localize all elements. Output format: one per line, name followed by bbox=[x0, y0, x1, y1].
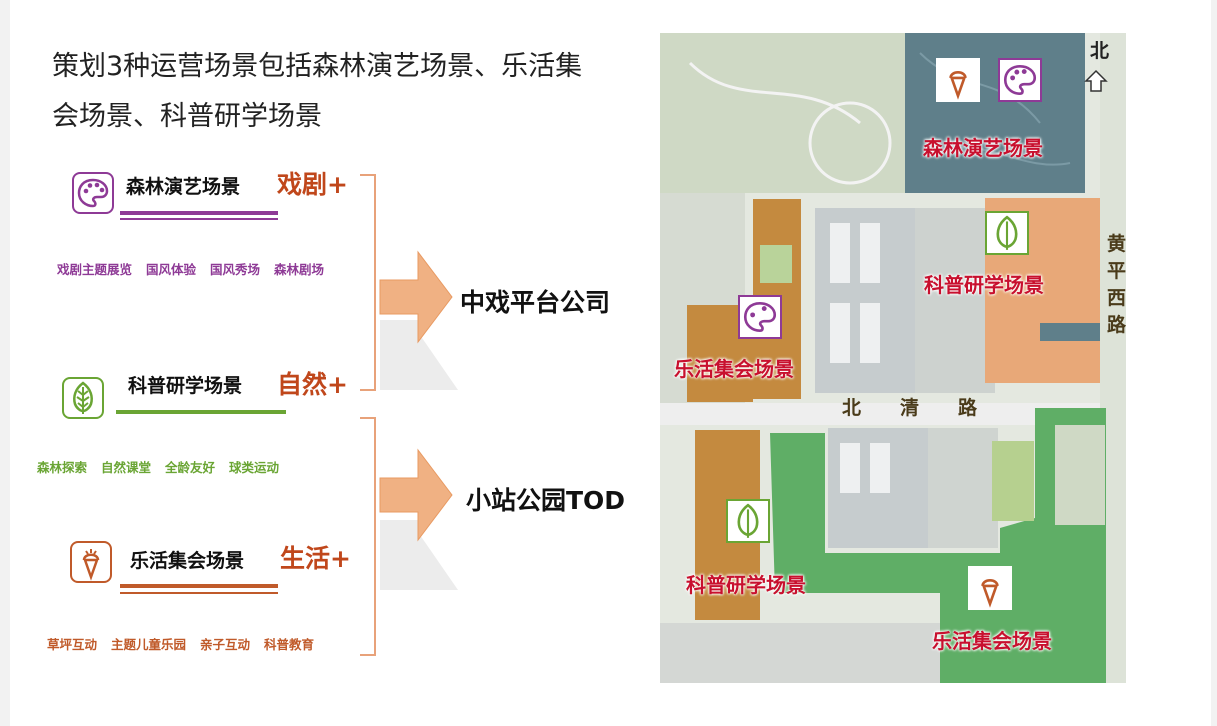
page-frame-left bbox=[0, 0, 10, 726]
sub-item: 自然课堂 bbox=[101, 460, 152, 475]
scene-science-study-icon-box bbox=[62, 377, 104, 419]
map-palette-marker-left bbox=[738, 295, 782, 339]
scene-science-study-underline bbox=[116, 410, 286, 414]
ice-cream-icon bbox=[981, 579, 999, 608]
leaf-icon bbox=[737, 503, 759, 538]
scene-leisure-gathering-underline-thin bbox=[120, 592, 278, 594]
title-line-1: 策划3种运营场景包括森林演艺场景、乐活集 bbox=[52, 51, 583, 82]
flow-connectors bbox=[360, 174, 458, 656]
sub-item: 全龄友好 bbox=[165, 460, 216, 475]
scene-science-study-title: 科普研学场景 bbox=[128, 375, 243, 397]
arrow-bottom bbox=[379, 448, 453, 542]
page-frame-right bbox=[1211, 0, 1217, 726]
map-ice-cream-marker-bottom bbox=[968, 566, 1012, 610]
north-label: 北 bbox=[1090, 40, 1110, 62]
site-map-graphic bbox=[660, 33, 1126, 683]
sub-item: 亲子互动 bbox=[200, 637, 251, 652]
page-title: 策划3种运营场景包括森林演艺场景、乐活集 会场景、科普研学场景 bbox=[52, 42, 632, 142]
sub-item: 森林剧场 bbox=[274, 262, 325, 277]
scene-science-study-items: 森林探索自然课堂全龄友好球类运动 bbox=[37, 457, 293, 476]
map-label-science-study-bottom: 科普研学场景 bbox=[686, 573, 806, 597]
palette-icon bbox=[77, 178, 109, 208]
sub-item: 球类运动 bbox=[229, 460, 280, 475]
scene-forest-performance-underline bbox=[120, 211, 278, 215]
map-label-science-study-right: 科普研学场景 bbox=[924, 273, 1044, 297]
scene-forest-performance-icon-box bbox=[72, 172, 114, 214]
leaf-icon bbox=[996, 215, 1018, 250]
map-label-forest-performance: 森林演艺场景 bbox=[923, 136, 1043, 160]
target-xiaozhan-park-tod: 小站公园TOD bbox=[466, 486, 626, 515]
sub-item: 国风秀场 bbox=[210, 262, 261, 277]
scene-forest-performance-tag: 戏剧+ bbox=[277, 170, 348, 199]
arrow-top bbox=[379, 250, 453, 344]
ice-cream-icon bbox=[949, 71, 967, 100]
site-map: 北 黄 平 西 路 北 清 路 森林演艺场景 科普研学场景 乐活集会场景 科普研… bbox=[660, 33, 1126, 683]
arrow-bottom-shadow bbox=[380, 520, 458, 590]
scene-science-study-tag: 自然+ bbox=[277, 370, 348, 399]
north-arrow-icon bbox=[1084, 69, 1108, 92]
sub-item: 科普教育 bbox=[264, 637, 315, 652]
map-leaf-marker-right bbox=[985, 211, 1029, 255]
map-ice-cream-marker-top bbox=[936, 58, 980, 102]
scene-leisure-gathering-underline bbox=[120, 584, 278, 588]
arrow-top-shadow bbox=[380, 320, 458, 390]
sub-item: 戏剧主题展览 bbox=[57, 262, 133, 277]
road-label-beiqing-2: 清 bbox=[900, 397, 920, 419]
scene-leisure-gathering-icon-box bbox=[70, 541, 112, 583]
leaf-icon bbox=[73, 381, 93, 414]
road-label-beiqing-3: 路 bbox=[958, 397, 978, 419]
scene-leisure-gathering-items: 草坪互动主题儿童乐园亲子互动科普教育 bbox=[47, 634, 328, 653]
road-char: 平 bbox=[1107, 260, 1126, 282]
road-label-huangping-west: 黄 平 西 路 bbox=[1107, 229, 1126, 337]
road-char: 西 bbox=[1107, 287, 1126, 309]
scene-leisure-gathering-tag: 生活+ bbox=[280, 544, 351, 573]
scene-forest-performance-underline-thin bbox=[120, 218, 278, 220]
target-zhongxi-platform: 中戏平台公司 bbox=[460, 288, 611, 317]
map-label-leisure-gathering-bottom: 乐活集会场景 bbox=[932, 629, 1052, 653]
map-label-leisure-gathering-left: 乐活集会场景 bbox=[674, 357, 794, 381]
map-leaf-marker-bottom bbox=[726, 499, 770, 543]
sub-item: 国风体验 bbox=[146, 262, 197, 277]
map-palette-marker-top bbox=[998, 58, 1042, 102]
palette-icon bbox=[1003, 64, 1037, 96]
road-label-beiqing-1: 北 bbox=[842, 397, 862, 419]
sub-item: 草坪互动 bbox=[47, 637, 98, 652]
scene-forest-performance-items: 戏剧主题展览国风体验国风秀场森林剧场 bbox=[57, 259, 338, 278]
ice-cream-icon bbox=[82, 549, 100, 581]
road-char: 黄 bbox=[1107, 233, 1126, 255]
title-line-2: 会场景、科普研学场景 bbox=[52, 101, 322, 132]
sub-item: 森林探索 bbox=[37, 460, 88, 475]
palette-icon bbox=[743, 301, 777, 333]
scene-forest-performance-title: 森林演艺场景 bbox=[126, 176, 241, 198]
bracket-bottom bbox=[360, 417, 376, 656]
bracket-top bbox=[360, 174, 376, 391]
scene-leisure-gathering-title: 乐活集会场景 bbox=[130, 550, 245, 572]
sub-item: 主题儿童乐园 bbox=[111, 637, 187, 652]
road-char: 路 bbox=[1107, 314, 1126, 336]
